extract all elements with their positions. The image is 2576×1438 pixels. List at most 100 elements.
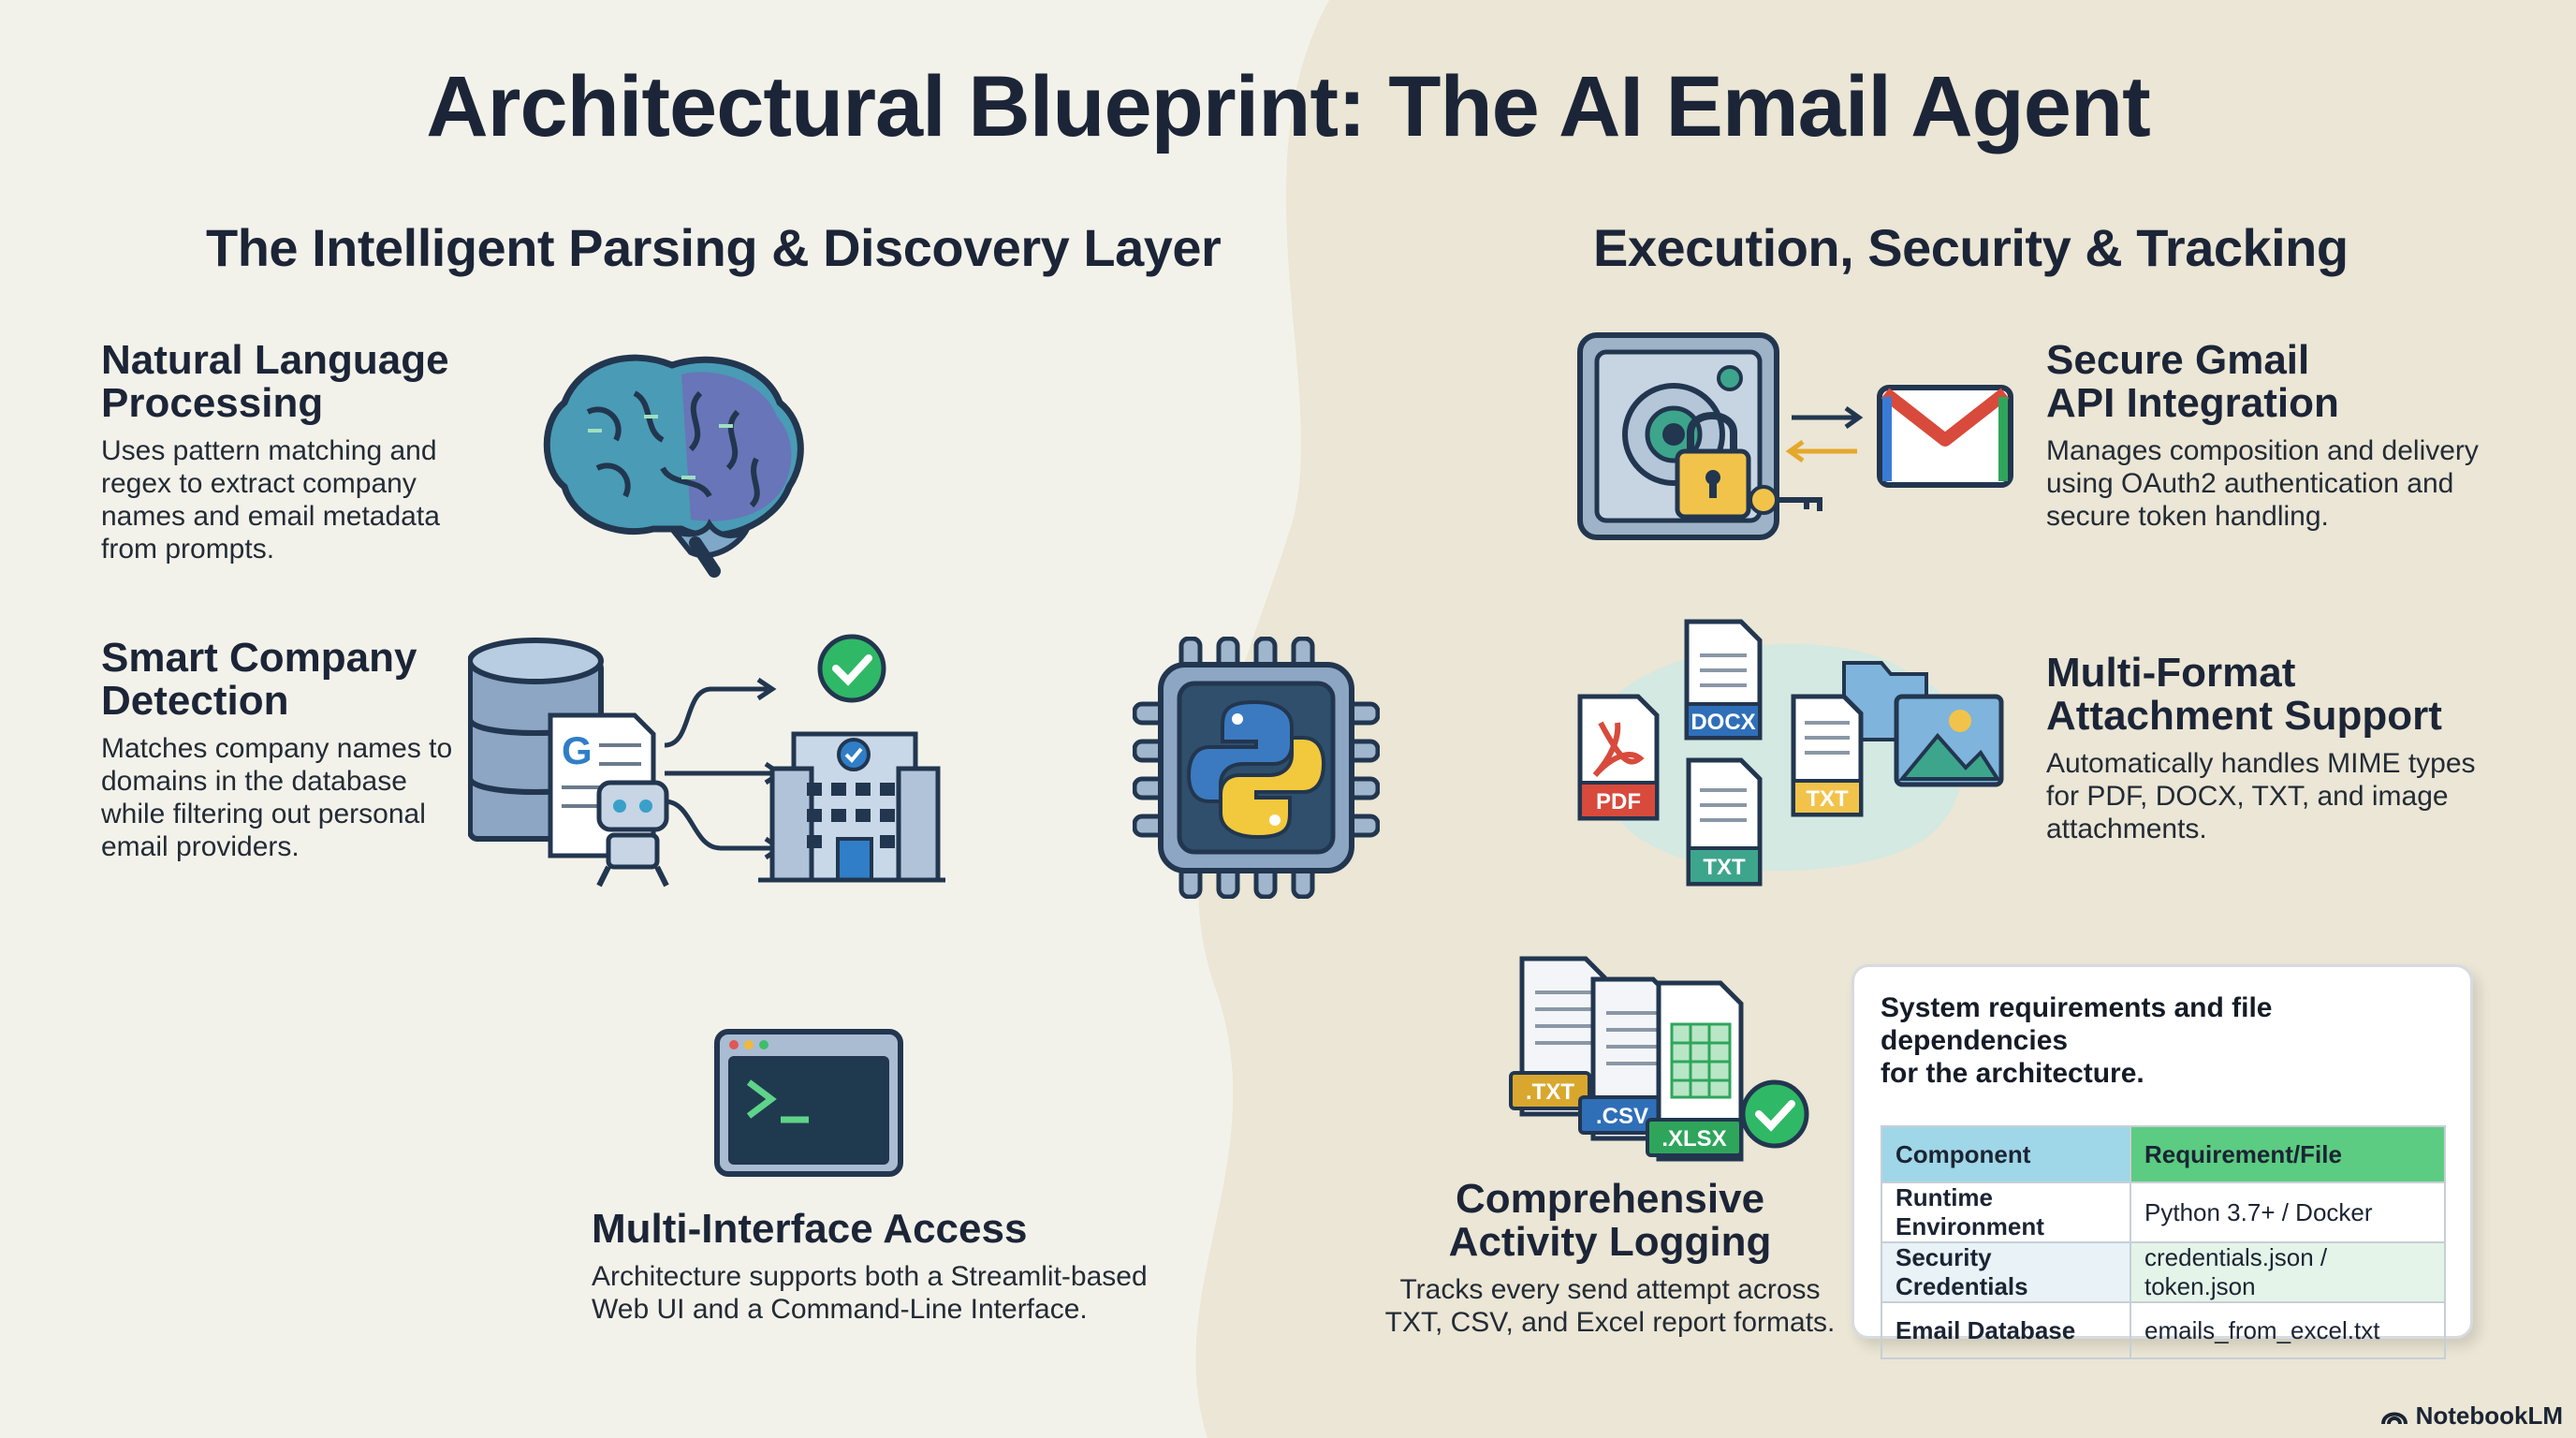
feature-multi-interface: Multi-Interface Access Architecture supp… bbox=[592, 1208, 1303, 1326]
feature-title-line: Multi-Format bbox=[2046, 650, 2296, 696]
svg-text:G: G bbox=[562, 728, 593, 772]
caption-line: for the architecture. bbox=[1881, 1058, 2144, 1089]
desc-line: while filtering out personal bbox=[101, 799, 426, 829]
desc-line: secure token handling. bbox=[2046, 501, 2329, 532]
log-files-icon: .TXT .CSV .XLSX bbox=[1509, 956, 1809, 1162]
desc-line: regex to extract company bbox=[101, 468, 417, 499]
check-circle-icon bbox=[817, 634, 886, 703]
database-robot-building-icon: G bbox=[468, 634, 945, 888]
arrows-icon bbox=[664, 677, 784, 860]
table-header-cell: Component bbox=[1881, 1125, 2131, 1183]
desc-line: for PDF, DOCX, TXT, and image bbox=[2046, 781, 2449, 812]
feature-gmail-desc: Manages composition and delivery using O… bbox=[2046, 434, 2533, 533]
desc-line: attachments. bbox=[2046, 814, 2207, 844]
desc-line: Web UI and a Command-Line Interface. bbox=[592, 1294, 1088, 1325]
left-section-title: The Intelligent Parsing & Discovery Laye… bbox=[206, 218, 1222, 277]
feature-nlp-title-line: Processing bbox=[101, 380, 324, 426]
feature-multi-interface-title: Multi-Interface Access bbox=[592, 1208, 1303, 1251]
feature-nlp-desc: Uses pattern matching and regex to extra… bbox=[101, 434, 513, 565]
desc-line: TXT, CSV, and Excel report formats. bbox=[1384, 1307, 1836, 1338]
csv-log-label: .CSV bbox=[1596, 1104, 1648, 1129]
table-cell: credentials.json / token.json bbox=[2130, 1241, 2446, 1303]
table-cell: Security Credentials bbox=[1881, 1241, 2131, 1303]
python-chip-icon bbox=[1133, 637, 1380, 899]
feature-attachments-desc: Automatically handles MIME types for PDF… bbox=[2046, 747, 2533, 845]
feature-logging: Comprehensive Activity Logging Tracks ev… bbox=[1367, 1178, 1853, 1339]
txt-label: TXT bbox=[1806, 786, 1849, 812]
feature-company-detection-title: Smart Company Detection bbox=[101, 637, 513, 723]
feature-title-line: API Integration bbox=[2046, 380, 2339, 426]
xlsx-log-label: .XLSX bbox=[1661, 1126, 1726, 1152]
notebooklm-brand: NotebookLM bbox=[2380, 1401, 2563, 1432]
caption-line: System requirements and file dependencie… bbox=[1881, 992, 2273, 1056]
txt-file-icon: TXT bbox=[1686, 757, 1763, 887]
feature-logging-title: Comprehensive Activity Logging bbox=[1367, 1178, 1853, 1264]
requirements-card: System requirements and file dependencie… bbox=[1852, 964, 2473, 1359]
feature-multi-interface-desc: Architecture supports both a Streamlit-b… bbox=[592, 1260, 1303, 1326]
txt-label: TXT bbox=[1703, 855, 1746, 880]
table-row: Email Database emails_from_excel.txt bbox=[1881, 1301, 2446, 1359]
feature-title-line: Multi-Interface Access bbox=[592, 1206, 1028, 1252]
txt-log-label: .TXT bbox=[1526, 1079, 1574, 1105]
txt-log-file-icon: .TXT bbox=[1509, 956, 1607, 1117]
gmail-icon bbox=[1877, 385, 2013, 488]
desc-line: Architecture supports both a Streamlit-b… bbox=[592, 1261, 1148, 1292]
notebooklm-logo-icon bbox=[2380, 1403, 2408, 1432]
right-section-title: Execution, Security & Tracking bbox=[1593, 218, 2349, 277]
docx-file-icon: DOCX bbox=[1684, 619, 1763, 741]
robot-icon bbox=[596, 780, 669, 888]
feature-nlp-title-line: Natural Language bbox=[101, 337, 449, 383]
check-circle-icon bbox=[1740, 1079, 1809, 1149]
desc-line: email providers. bbox=[101, 831, 300, 862]
table-header-row: Component Requirement/File bbox=[1881, 1125, 2446, 1183]
xlsx-log-file-icon: .XLSX bbox=[1646, 980, 1744, 1162]
feature-company-detection: Smart Company Detection Matches company … bbox=[101, 637, 513, 863]
building-icon bbox=[758, 731, 945, 883]
desc-line: from prompts. bbox=[101, 534, 275, 565]
pdf-file-icon: PDF bbox=[1577, 694, 1660, 821]
feature-title-line: Attachment Support bbox=[2046, 693, 2442, 739]
desc-line: using OAuth2 authentication and bbox=[2046, 468, 2454, 499]
feature-attachments: Multi-Format Attachment Support Automati… bbox=[2046, 652, 2533, 845]
table-cell: emails_from_excel.txt bbox=[2130, 1301, 2446, 1359]
page-title: Architectural Blueprint: The AI Email Ag… bbox=[426, 59, 2151, 154]
desc-line: names and email metadata bbox=[101, 501, 440, 532]
feature-nlp-title: Natural Language Processing bbox=[101, 339, 513, 425]
desc-line: domains in the database bbox=[101, 766, 407, 797]
feature-title-line: Secure Gmail bbox=[2046, 337, 2310, 383]
padlock-icon bbox=[1675, 412, 1751, 520]
arrows-icon bbox=[1785, 405, 1864, 463]
feature-title-line: Smart Company bbox=[101, 635, 417, 681]
feature-title-line: Activity Logging bbox=[1448, 1219, 1772, 1265]
table-cell: Python 3.7+ / Docker bbox=[2130, 1181, 2446, 1243]
desc-line: Automatically handles MIME types bbox=[2046, 748, 2476, 779]
feature-title-line: Comprehensive bbox=[1455, 1176, 1765, 1222]
desc-line: Manages composition and delivery bbox=[2046, 435, 2479, 466]
table-row: Runtime Environment Python 3.7+ / Docker bbox=[1881, 1181, 2446, 1243]
table-cell: Runtime Environment bbox=[1881, 1181, 2131, 1243]
table-cell: Email Database bbox=[1881, 1301, 2131, 1359]
desc-line: Tracks every send attempt across bbox=[1399, 1274, 1821, 1305]
table-header-cell: Requirement/File bbox=[2130, 1125, 2446, 1183]
key-icon bbox=[1749, 485, 1822, 515]
requirements-table: Component Requirement/File Runtime Envir… bbox=[1881, 1125, 2446, 1359]
terminal-icon bbox=[714, 1029, 903, 1177]
feature-title-line: Detection bbox=[101, 678, 289, 724]
feature-attachments-title: Multi-Format Attachment Support bbox=[2046, 652, 2533, 738]
brand-label: NotebookLM bbox=[2415, 1401, 2563, 1431]
desc-line: Matches company names to bbox=[101, 733, 453, 764]
feature-logging-desc: Tracks every send attempt across TXT, CS… bbox=[1367, 1273, 1853, 1339]
feature-gmail: Secure Gmail API Integration Manages com… bbox=[2046, 339, 2533, 533]
requirements-caption: System requirements and file dependencie… bbox=[1881, 991, 2444, 1090]
table-row: Security Credentials credentials.json / … bbox=[1881, 1241, 2446, 1303]
image-file-icon bbox=[1894, 694, 2004, 787]
pdf-label: PDF bbox=[1596, 789, 1641, 814]
desc-line: Uses pattern matching and bbox=[101, 435, 437, 466]
feature-company-detection-desc: Matches company names to domains in the … bbox=[101, 732, 513, 863]
docx-label: DOCX bbox=[1690, 710, 1755, 735]
python-logo-icon bbox=[1186, 699, 1326, 840]
file-types-icon: DOCX PDF TXT TXT bbox=[1577, 619, 2004, 887]
safe-lock-gmail-icon bbox=[1577, 332, 2013, 540]
brain-icon bbox=[543, 354, 804, 578]
txt-file-icon: TXT bbox=[1791, 694, 1864, 817]
